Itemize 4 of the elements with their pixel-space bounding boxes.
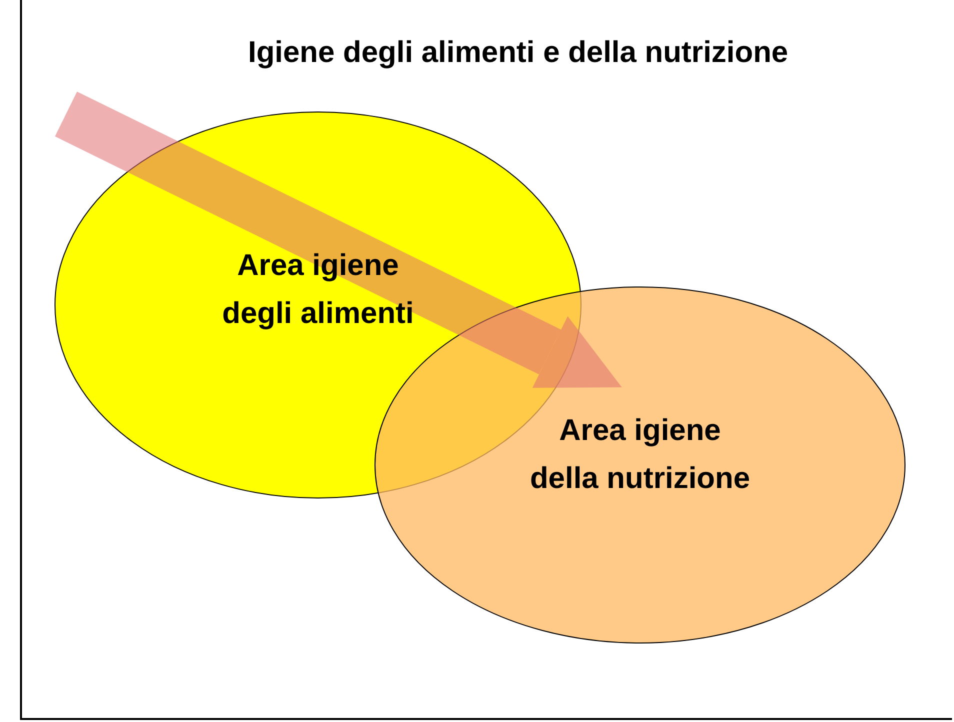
area-label: Area igiene della nutrizione [528, 413, 752, 497]
title: Igiene degli alimenti e della nutrizione [248, 36, 788, 70]
arrow [54, 92, 622, 388]
area-label: Area igiene degli alimenti [221, 248, 415, 332]
